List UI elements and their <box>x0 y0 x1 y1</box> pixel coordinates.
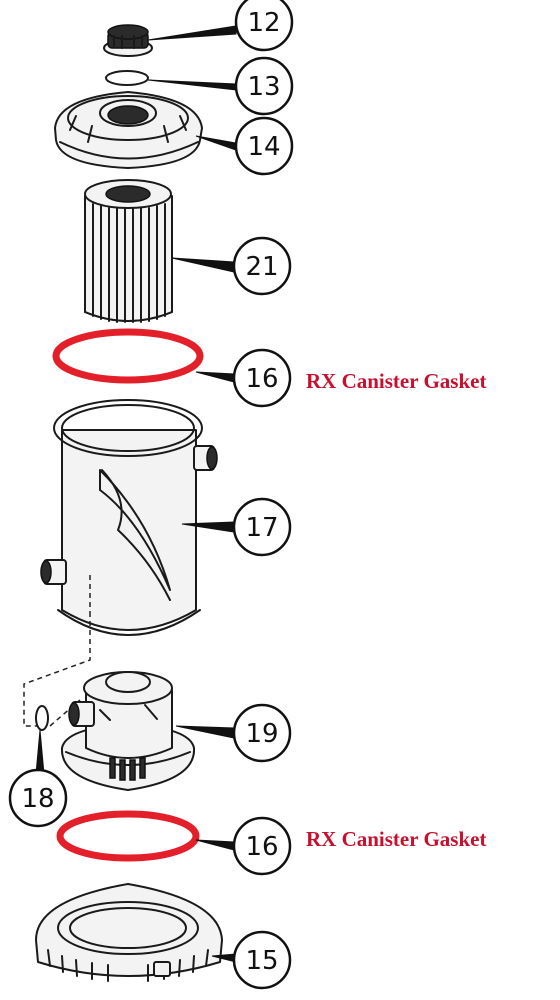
callout-13: 13 <box>234 56 294 116</box>
gasket-label-upper: RX Canister Gasket <box>306 369 486 393</box>
leader-12 <box>147 25 237 41</box>
callout-16-lower: 16 <box>232 816 292 876</box>
part-16-canister-gasket-lower <box>56 810 200 862</box>
leader-16a <box>195 371 235 383</box>
assembly-guide-lines <box>23 612 91 727</box>
part-14-lid <box>54 91 203 169</box>
leader-13 <box>147 79 237 91</box>
callout-17-label: 17 <box>245 513 278 543</box>
part-15-locking-ring <box>35 883 223 982</box>
callout-21-label: 21 <box>245 252 278 282</box>
callout-12-label: 12 <box>247 8 280 38</box>
part-16-canister-gasket-upper <box>52 328 204 384</box>
part-17-canister <box>40 399 218 636</box>
callout-16-lower-label: 16 <box>245 832 278 862</box>
callout-19-label: 19 <box>245 719 278 749</box>
gasket-label-lower: RX Canister Gasket <box>306 827 486 851</box>
part-18-small-ring <box>35 705 49 731</box>
leader-18 <box>35 729 45 775</box>
callout-18: 18 <box>8 768 68 828</box>
callout-15: 15 <box>232 930 292 990</box>
callout-13-label: 13 <box>247 72 280 102</box>
part-13-o-ring <box>105 70 149 86</box>
leader-lines <box>35 25 237 963</box>
callout-17: 17 <box>232 497 292 557</box>
leader-16b <box>195 839 235 851</box>
leader-14 <box>195 135 237 151</box>
callout-21: 21 <box>232 236 292 296</box>
callout-14-label: 14 <box>247 132 280 162</box>
part-19-pump-base <box>60 671 196 791</box>
part-12-cap <box>103 24 153 57</box>
leader-21 <box>171 257 235 273</box>
callout-19: 19 <box>232 703 292 763</box>
callout-16-upper: 16 <box>232 348 292 408</box>
callout-15-label: 15 <box>245 946 278 976</box>
part-21-filter-cartridge <box>84 179 173 323</box>
callout-12: 12 <box>234 0 294 52</box>
callout-18-label: 18 <box>21 784 54 814</box>
callout-16-upper-label: 16 <box>245 364 278 394</box>
callout-14: 14 <box>234 116 294 176</box>
